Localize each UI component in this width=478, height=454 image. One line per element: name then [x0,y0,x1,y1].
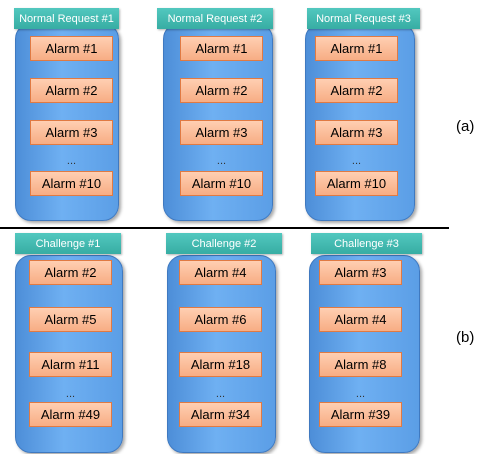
alarm-box: Alarm #3 [180,120,263,145]
alarm-box: Alarm #2 [30,78,113,103]
group-header: Challenge #2 [166,233,282,254]
group-header: Challenge #3 [311,233,422,254]
alarm-box: Alarm #5 [29,307,112,332]
alarm-box: Alarm #1 [30,36,113,61]
ellipsis: ... [216,155,227,167]
alarm-box: Alarm #10 [315,171,398,196]
alarm-box: Alarm #39 [319,402,402,427]
row-label-b: (b) [456,329,475,346]
alarm-box: Alarm #4 [319,307,402,332]
ellipsis: ... [215,388,226,400]
alarm-box: Alarm #3 [319,260,402,285]
ellipsis: ... [65,388,76,400]
group-header: Normal Request #3 [307,8,420,29]
alarm-box: Alarm #1 [315,36,398,61]
row-label-a: (a) [456,118,475,135]
alarm-box: Alarm #18 [179,352,262,377]
alarm-box: Alarm #34 [179,402,262,427]
alarm-box: Alarm #10 [30,171,113,196]
group-header: Challenge #1 [15,233,121,254]
group-header: Normal Request #1 [14,8,119,29]
alarm-box: Alarm #3 [315,120,398,145]
alarm-box: Alarm #3 [30,120,113,145]
ellipsis: ... [355,388,366,400]
alarm-box: Alarm #1 [180,36,263,61]
ellipsis: ... [351,155,362,167]
alarm-box: Alarm #6 [179,307,262,332]
divider-line [0,227,449,229]
alarm-box: Alarm #2 [180,78,263,103]
alarm-box: Alarm #2 [315,78,398,103]
group-header: Normal Request #2 [157,8,273,29]
alarm-box: Alarm #11 [29,352,112,377]
alarm-box: Alarm #2 [29,260,112,285]
ellipsis: ... [66,155,77,167]
alarm-box: Alarm #49 [29,402,112,427]
alarm-box: Alarm #8 [319,352,402,377]
alarm-box: Alarm #4 [179,260,262,285]
alarm-box: Alarm #10 [180,171,263,196]
